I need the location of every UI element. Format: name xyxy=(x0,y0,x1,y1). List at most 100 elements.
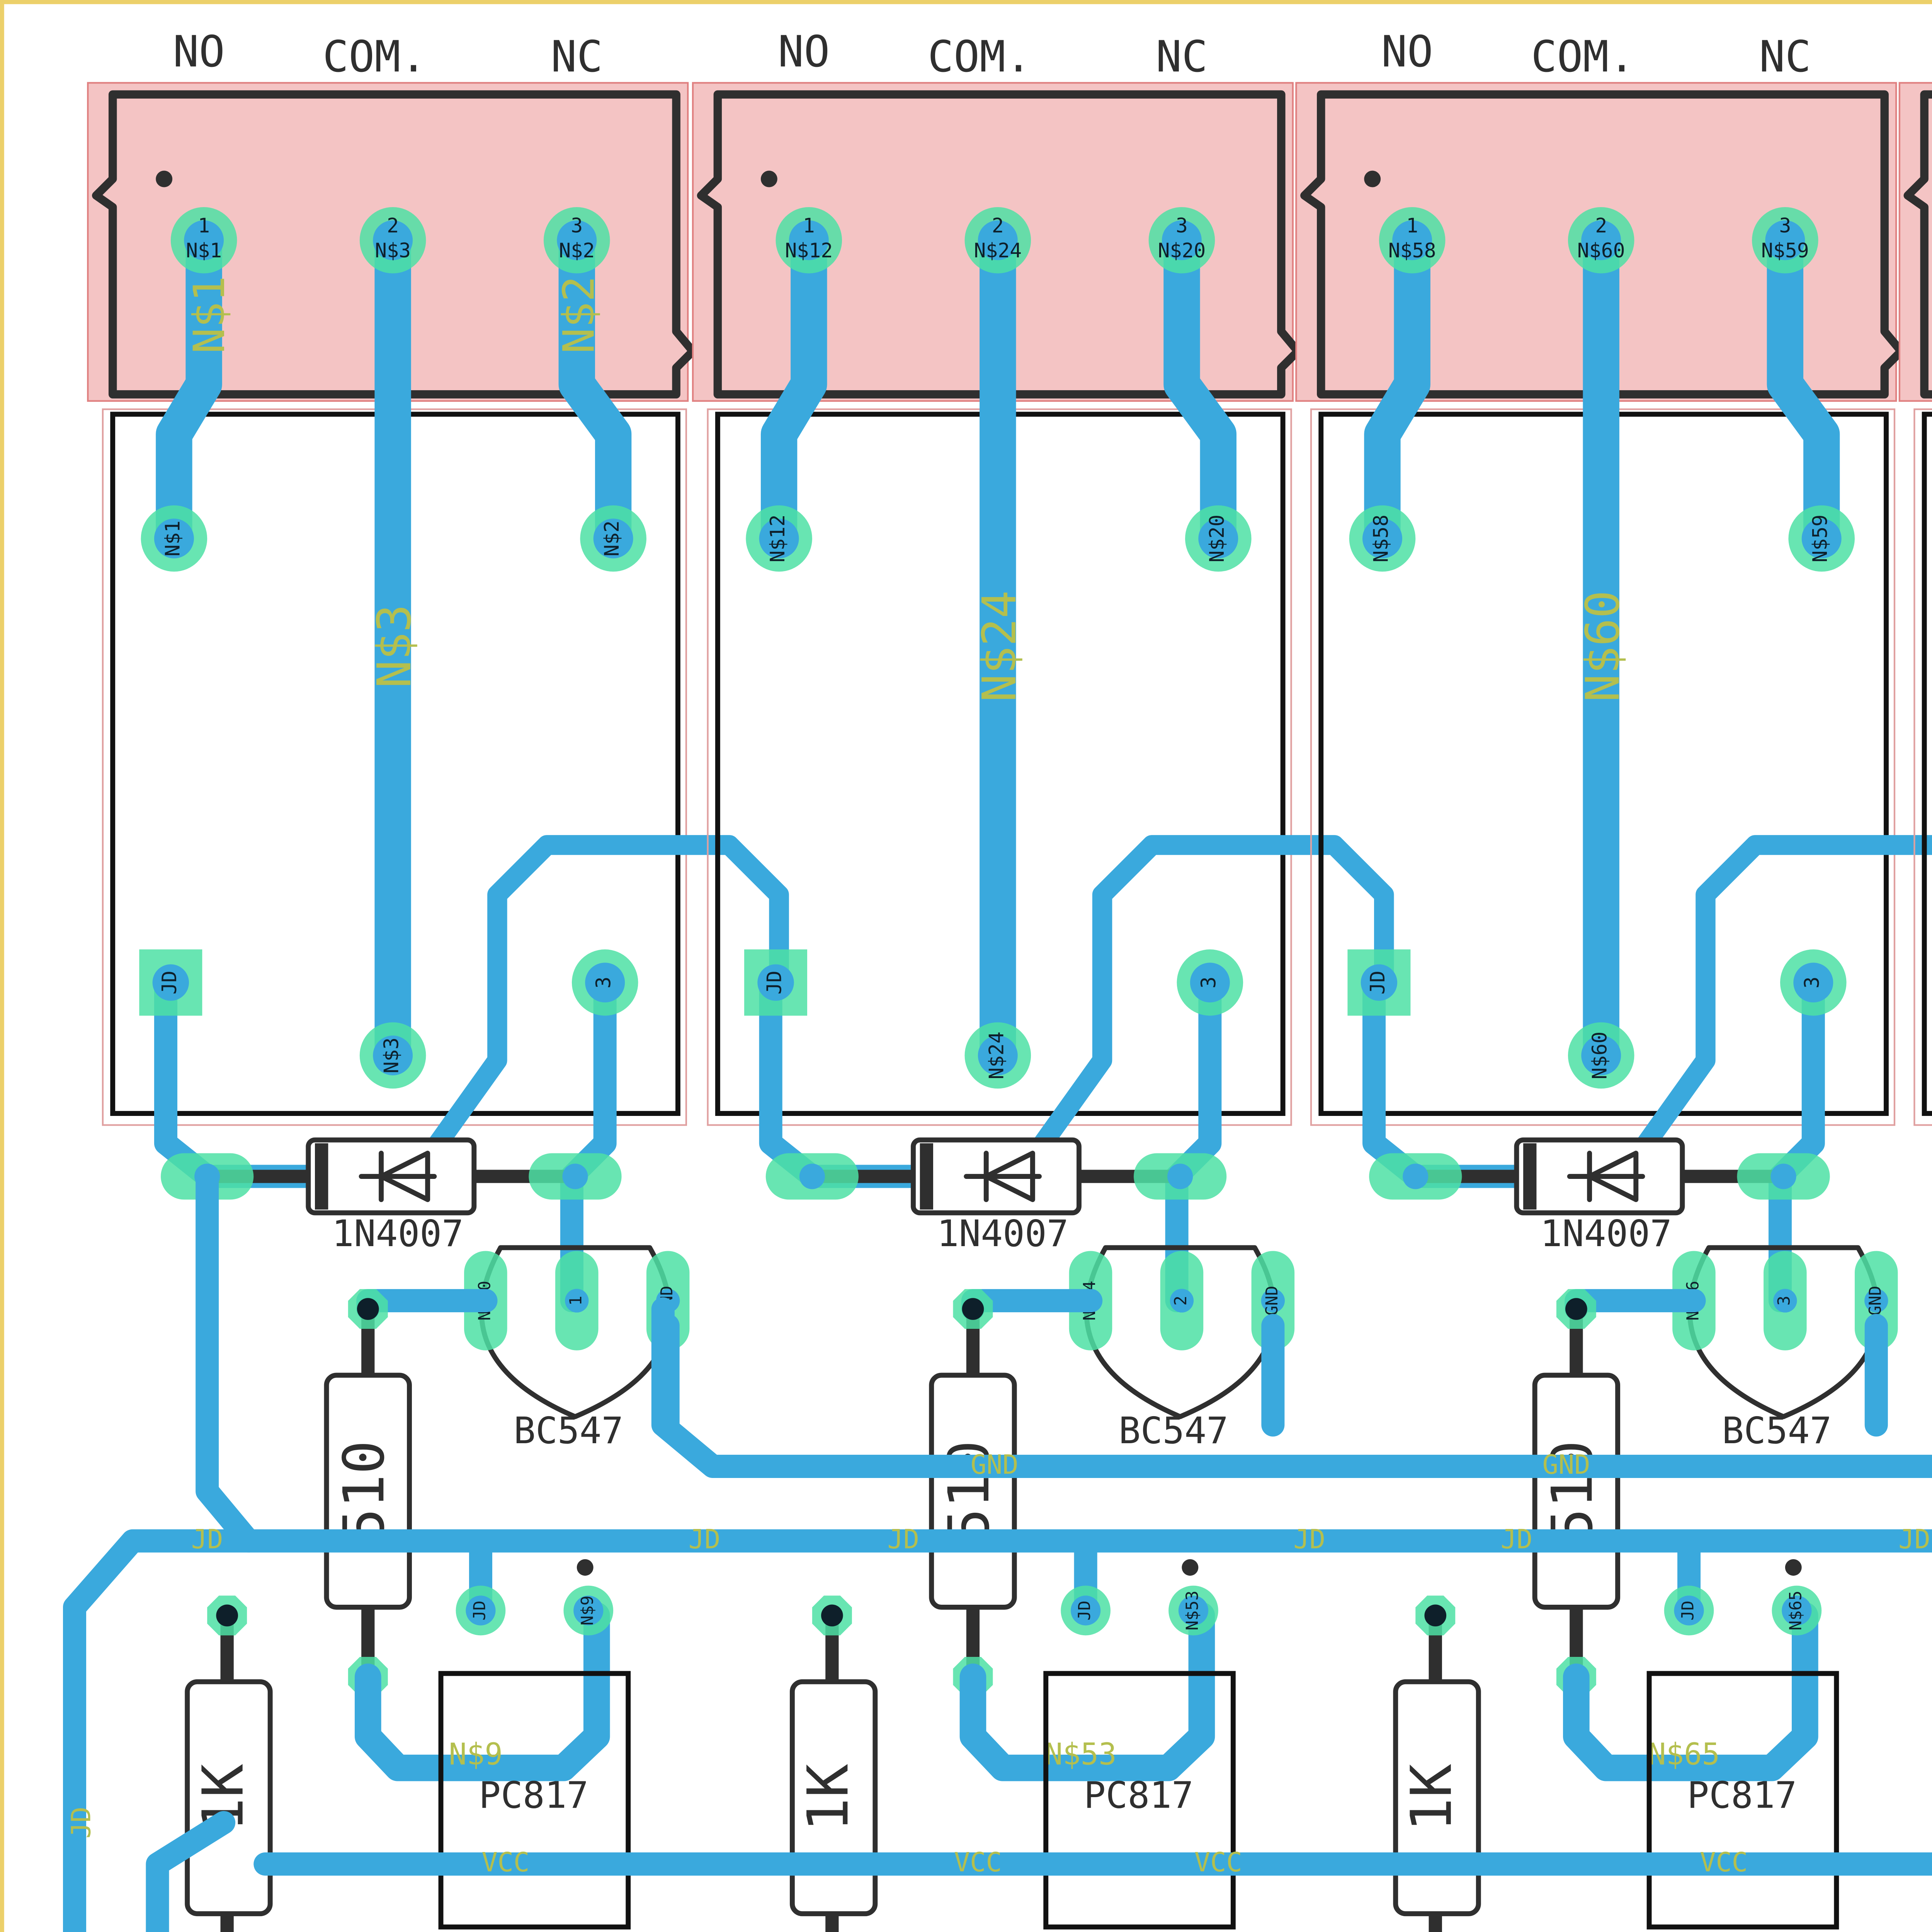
net-label-com: N$60 xyxy=(1576,590,1630,702)
nc-trace xyxy=(1767,222,1840,557)
pad-net: JD xyxy=(470,1600,489,1621)
pad-hole xyxy=(1674,1595,1704,1626)
pad-number: 3 xyxy=(571,214,583,237)
pad-net: N$20 xyxy=(1206,515,1229,563)
pad-net: N$12 xyxy=(785,239,833,262)
pad-hole xyxy=(978,1036,1018,1075)
net-label-no: N$1 xyxy=(185,276,235,354)
pad-net: 3 xyxy=(1774,1296,1794,1306)
terminal-block-outline xyxy=(1300,90,1905,399)
pad-hole xyxy=(557,220,597,260)
pad-number: 2 xyxy=(1595,214,1607,237)
pad-net: N$2 xyxy=(559,239,595,262)
relay-channel: NOCOM.NCN$721N$702N$723N$71N$70N$71JDN$7… xyxy=(1898,82,1932,1126)
opto-pad: N$65 xyxy=(1772,1585,1822,1636)
terminal-block-outline xyxy=(697,90,1302,399)
jd-coil-link-trace xyxy=(1009,835,1394,1187)
pad-net: JD xyxy=(1679,1600,1698,1621)
relay-coil-pad: 3 xyxy=(1780,949,1847,1016)
relay-contact-pad: N$59 xyxy=(1788,505,1855,572)
bus-label-vcc: VCC xyxy=(481,1847,529,1878)
resistor-label: 1K xyxy=(796,1764,861,1832)
net-label-com: N$24 xyxy=(973,590,1027,702)
bus-label-jd: JD xyxy=(1898,1524,1930,1555)
pad-hole xyxy=(1565,1298,1587,1320)
pad-hole xyxy=(1793,963,1833,1003)
transistor-pad: 3 xyxy=(1764,1251,1807,1350)
jd-bus-trace xyxy=(63,1165,260,1932)
pin1-marker-dot xyxy=(156,170,173,187)
bus-label-jd: JD xyxy=(1501,1524,1533,1555)
pad-hole xyxy=(1362,519,1402,559)
bus-label-jd: JD xyxy=(887,1524,919,1555)
relay-coil-pad: JD xyxy=(1347,949,1411,1016)
opto-body-outline xyxy=(438,1671,631,1930)
pad-net: 1 xyxy=(566,1296,585,1306)
transistor-pad: 1 xyxy=(555,1251,599,1350)
relay-contact-pad: N$58 xyxy=(1349,505,1416,572)
terminal-block-outline xyxy=(1903,90,1932,399)
pad-hole xyxy=(184,220,224,260)
pad-net: N$12 xyxy=(766,515,789,563)
pin1-marker-dot xyxy=(1364,170,1381,187)
bus-label-jd: JD xyxy=(66,1807,97,1839)
pad-hole xyxy=(585,963,625,1003)
diode-anode-pad xyxy=(1134,1153,1227,1200)
pad-hole xyxy=(562,1163,588,1189)
opto-body-outline xyxy=(1646,1671,1839,1930)
nc-trace xyxy=(1163,222,1236,557)
relay-body-outline xyxy=(1922,412,1932,1116)
transistor-label: BC547 xyxy=(1722,1410,1832,1452)
pad-hole xyxy=(1581,220,1621,260)
transistor-label: BC547 xyxy=(1119,1410,1228,1452)
pad-hole xyxy=(565,1289,589,1313)
diode-label: 1N4007 xyxy=(1540,1213,1672,1255)
opto-label: PC817 xyxy=(1084,1774,1194,1816)
terminal-pad: 1N$12 xyxy=(776,207,842,274)
pad-number: 1 xyxy=(1406,214,1418,237)
pad-hole xyxy=(1190,963,1230,1003)
resistor-label: 510 xyxy=(332,1440,397,1542)
pad-hole xyxy=(1071,1595,1101,1626)
pad-number: 3 xyxy=(1176,214,1188,237)
terminal-label-com: COM. xyxy=(323,32,427,82)
opto-pad: N$53 xyxy=(1168,1585,1218,1636)
pad-hole xyxy=(962,1298,984,1320)
pad-net: N$58 xyxy=(1369,515,1393,563)
pad-net: N$59 xyxy=(1809,515,1832,563)
resistor-label: 1K xyxy=(1399,1764,1464,1832)
gnd-bus-trace xyxy=(651,1297,1932,1478)
diode-cathode-pad xyxy=(1369,1153,1462,1200)
pad-hole xyxy=(152,964,189,1001)
resistor-pad xyxy=(812,1595,852,1636)
terminal-pad: 2N$60 xyxy=(1568,207,1634,274)
opto-body-outline xyxy=(1043,1671,1236,1930)
pad-hole xyxy=(154,519,194,559)
resistor-pad xyxy=(1415,1595,1456,1636)
terminal-pad: 3N$59 xyxy=(1752,207,1818,274)
no-trace xyxy=(156,222,222,557)
diode-cathode-band xyxy=(315,1143,328,1210)
terminal-pad: 1N$1 xyxy=(170,207,237,274)
pad-net: JD xyxy=(1075,1600,1094,1621)
terminal-pad: 2N$24 xyxy=(964,207,1031,274)
pad-number: 1 xyxy=(198,214,210,237)
pad-number: 1 xyxy=(803,214,815,237)
bus-label-jd: JD xyxy=(191,1524,223,1555)
pad-hole xyxy=(1864,1289,1888,1313)
nc-trace xyxy=(558,222,632,557)
pad-net: 3 xyxy=(1197,976,1220,988)
resistor-pad xyxy=(348,1289,388,1329)
diode-symbol-icon xyxy=(1567,1151,1645,1202)
pad-net: N$9 xyxy=(578,1595,597,1625)
terminal-label-no: NO xyxy=(778,27,830,77)
bus-label-vcc: VCC xyxy=(1194,1847,1242,1878)
pad-hole xyxy=(216,1604,238,1627)
pad-net: JD xyxy=(763,971,786,995)
terminal-label-nc: NC xyxy=(1759,32,1811,82)
pad-hole xyxy=(1770,1163,1796,1189)
